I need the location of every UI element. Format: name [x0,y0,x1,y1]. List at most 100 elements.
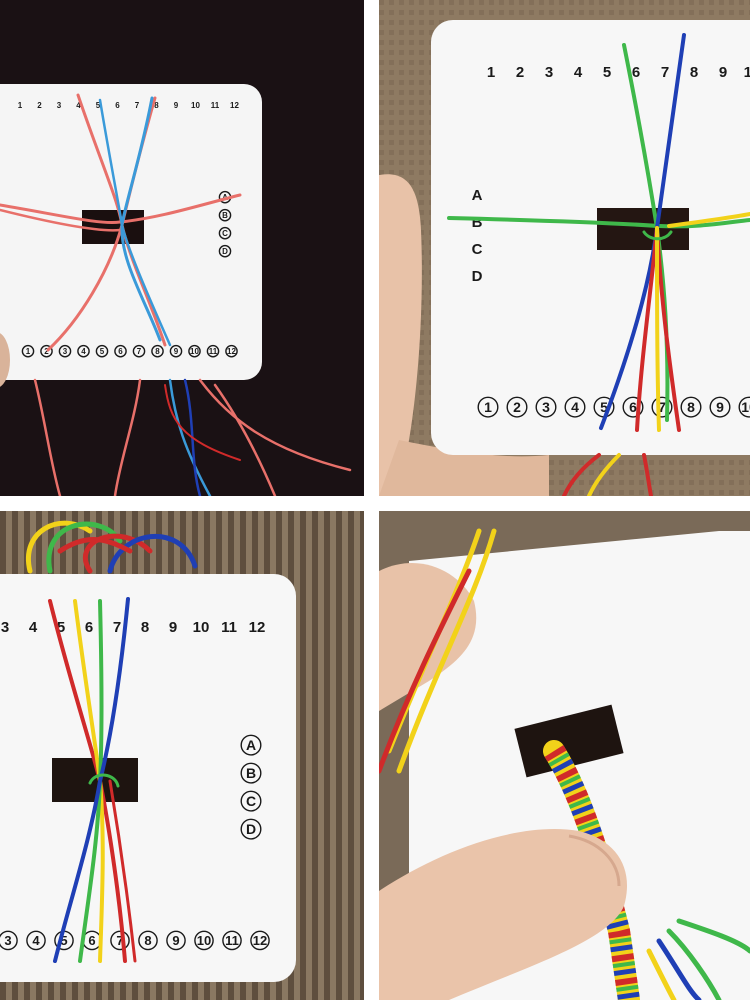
braiding-board-2 [431,20,750,455]
top-number-label: 4 [76,101,81,110]
bottom-number-label: 8 [155,347,160,356]
bottom-number-circle [151,344,164,358]
bottom-number-circle [138,930,158,951]
side-letter-circle [240,818,262,840]
bottom-number-label: 2 [44,347,49,356]
bottom-number-label: 10 [741,399,750,415]
bottom-number-label: 3 [4,933,11,948]
side-letter-label: B [472,214,483,231]
top-number-label: 2 [516,64,524,81]
bottom-number-circle [535,396,557,418]
bottom-number-label: 7 [658,399,666,415]
side-letter-label: C [472,241,483,258]
top-number-label: 10 [744,64,750,81]
bottom-number-circle [77,344,90,358]
bottom-number-label: 9 [174,347,179,356]
top-number-label: 12 [249,619,266,636]
bottom-number-label: 9 [716,399,724,415]
bottom-number-label: 5 [60,933,67,948]
threads-2 [447,33,750,496]
side-letter-label: D [222,247,228,256]
side-letter-circle [240,734,262,756]
side-letter-label: D [472,268,483,285]
bottom-number-label: 4 [32,933,40,948]
side-letter-label: D [246,821,256,837]
braiding-board-1 [0,84,262,380]
bottom-number-label: 3 [63,347,68,356]
bottom-number-circle [58,344,72,358]
top-number-label: 10 [191,101,200,110]
bottom-number-label: 6 [118,347,123,356]
top-number-label: 6 [115,101,120,110]
bottom-number-circle [250,930,270,951]
threads-1 [0,93,352,496]
bottom-number-circle [506,396,528,418]
top-number-label: 7 [113,619,121,636]
bottom-number-label: 10 [190,347,199,356]
top-number-label: 3 [545,64,553,81]
side-letter-label: C [222,229,228,238]
bottom-number-circle [709,396,731,418]
bottom-number-circle [194,930,214,951]
top-number-label: 8 [154,101,159,110]
side-letter-circle [218,208,232,222]
bottom-number-label: 1 [484,399,492,415]
top-number-label: 3 [57,101,62,110]
bottom-number-label: 11 [225,933,239,948]
bottom-number-label: 1 [26,347,31,356]
bottom-number-label: 5 [600,399,608,415]
bottom-number-circle [622,396,644,418]
top-number-label: 7 [661,64,669,81]
bottom-number-circle [651,396,673,418]
bottom-number-circle [114,344,127,358]
bottom-number-circle [477,396,499,418]
side-letter-label: A [472,187,483,204]
top-number-label: 5 [603,64,611,81]
bottom-number-label: 4 [571,399,579,415]
bottom-number-label: 4 [81,347,86,356]
side-letter-circle [218,226,232,240]
top-number-label: 6 [632,64,640,81]
bottom-number-circle [206,344,220,358]
bottom-number-label: 2 [513,399,521,415]
bottom-number-label: 8 [687,399,695,415]
side-letter-label: B [246,765,256,781]
bottom-number-circle [0,930,18,951]
bottom-number-circle [26,930,46,951]
top-number-label: 9 [174,101,179,110]
top-number-label: 8 [141,619,149,636]
bottom-number-circle [738,396,750,418]
bottom-number-label: 6 [88,933,95,948]
board-photo-4 [379,511,750,1000]
top-number-label: 1 [18,101,23,110]
top-number-label: 4 [574,64,583,81]
photo-panel-4 [379,511,750,1000]
bottom-number-circle [169,344,183,358]
top-number-label: 11 [211,101,220,110]
bottom-number-circle [188,344,201,358]
threads-3 [48,597,137,963]
top-number-label: 6 [85,619,93,636]
bottom-number-label: 5 [100,347,105,356]
bottom-number-circle [225,344,238,358]
bottom-number-label: 6 [629,399,637,415]
bottom-number-label: 7 [137,347,142,356]
bottom-number-circle [222,930,242,951]
top-number-label: 3 [1,619,9,636]
top-number-label: 7 [135,101,140,110]
top-number-label: 5 [57,619,65,636]
bottom-number-label: 12 [253,933,267,948]
bottom-number-circle [680,396,702,418]
side-letter-label: A [246,737,256,753]
side-letter-circle [218,244,232,258]
top-number-label: 5 [96,101,101,110]
bottom-number-circle [166,930,186,951]
bottom-number-circle [110,930,130,951]
top-number-label: 8 [690,64,698,81]
bottom-number-circle [132,344,146,358]
bottom-number-circle [564,396,586,418]
